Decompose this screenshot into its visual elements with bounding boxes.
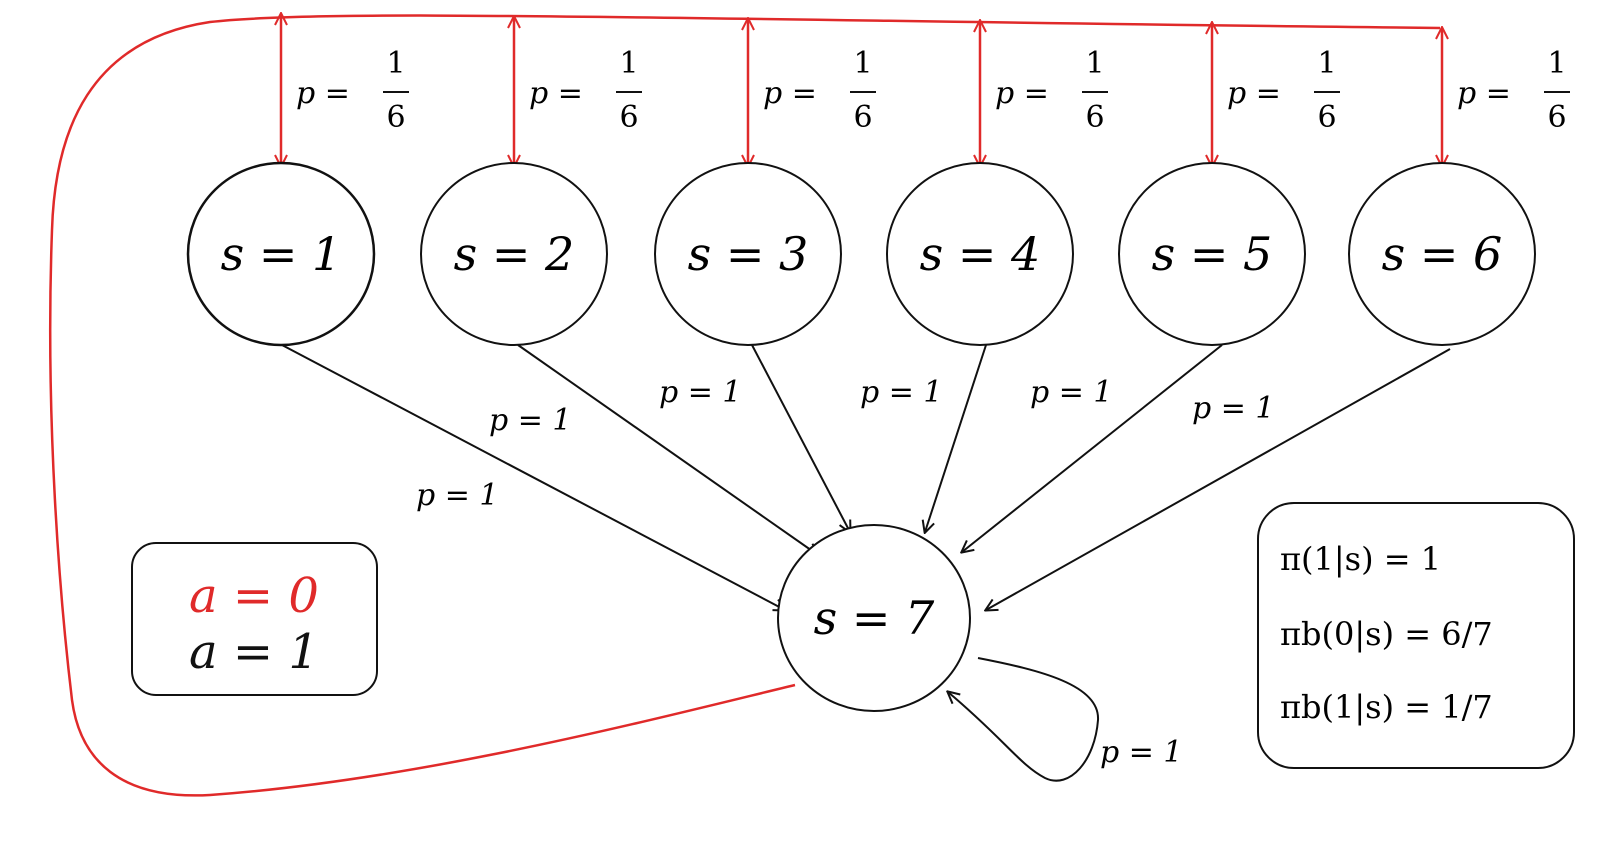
prob-denominator: 6 [619, 100, 638, 135]
prob-denominator: 6 [853, 100, 872, 135]
state-label: s = 1 [221, 227, 342, 281]
red-arrows [281, 14, 1442, 166]
state-node-s3: s = 3 [654, 162, 842, 346]
policy-behavior-0: πb(0|s) = 6/7 [1280, 615, 1493, 653]
prob-label-s4: p = 1 6 [995, 46, 1108, 135]
legend-action-0: a = 0 [189, 568, 319, 624]
edge-s3-to-s7 [751, 344, 850, 532]
prob-numerator: 1 [853, 46, 872, 81]
prob-denominator: 6 [386, 100, 405, 135]
state-node-s1: s = 1 [186, 161, 376, 347]
legend-box: a = 0 a = 1 [131, 542, 378, 696]
edge-s5-to-s7 [962, 344, 1223, 552]
prob-numerator: 1 [1085, 46, 1104, 81]
prob-lhs: p = [1227, 76, 1281, 111]
top-states: s = 1 s = 2 s = 3 s = 4 s = 5 s = 6 [186, 161, 1536, 347]
state-label: s = 7 [814, 591, 935, 645]
prob-lhs: p = [1457, 76, 1511, 111]
edge-s7-self-loop [948, 657, 1100, 782]
black-edges [281, 344, 1451, 782]
prob-lhs: p = [763, 76, 817, 111]
prob-label-s2: p = 1 6 [529, 46, 642, 135]
state-label: s = 5 [1152, 227, 1273, 281]
prob-lhs: p = [995, 76, 1049, 111]
prob-denominator: 6 [1317, 100, 1336, 135]
red-prob-labels: p = 1 6 p = 1 6 p = 1 6 p = 1 6 p = 1 6 [296, 46, 1570, 135]
policy-target: π(1|s) = 1 [1280, 540, 1441, 578]
policy-box: π(1|s) = 1 πb(0|s) = 6/7 πb(1|s) = 1/7 [1257, 502, 1575, 769]
edge-label-s7-self: p = 1 [1100, 735, 1183, 770]
state-node-s6: s = 6 [1348, 162, 1536, 346]
state-node-s7: s = 7 [777, 524, 971, 712]
edge-label-s5: p = 1 [1030, 375, 1113, 410]
prob-lhs: p = [296, 76, 350, 111]
edge-label-s6: p = 1 [1192, 391, 1275, 426]
edge-s1-to-s7 [281, 344, 785, 610]
prob-numerator: 1 [619, 46, 638, 81]
state-label: s = 2 [454, 227, 575, 281]
prob-numerator: 1 [1547, 46, 1566, 81]
state-node-s2: s = 2 [420, 162, 608, 346]
prob-label-s3: p = 1 6 [763, 46, 876, 135]
state-label: s = 3 [688, 227, 809, 281]
prob-denominator: 6 [1085, 100, 1104, 135]
edge-label-s4: p = 1 [860, 375, 943, 410]
prob-numerator: 1 [386, 46, 405, 81]
state-label: s = 4 [920, 227, 1041, 281]
policy-behavior-1: πb(1|s) = 1/7 [1280, 688, 1493, 726]
prob-lhs: p = [529, 76, 583, 111]
legend-action-1: a = 1 [189, 624, 319, 680]
edge-label-s1: p = 1 [416, 478, 499, 513]
prob-label-s1: p = 1 6 [296, 46, 409, 135]
edge-s2-to-s7 [517, 344, 818, 555]
edge-s4-to-s7 [925, 344, 987, 532]
edge-label-s2: p = 1 [489, 403, 572, 438]
black-edge-labels: p = 1 p = 1 p = 1 p = 1 p = 1 p = 1 p = … [416, 375, 1275, 770]
prob-numerator: 1 [1317, 46, 1336, 81]
edge-s6-to-s7 [986, 348, 1451, 610]
state-label: s = 6 [1382, 227, 1503, 281]
state-node-s5: s = 5 [1118, 162, 1306, 346]
edge-label-s3: p = 1 [659, 375, 742, 410]
prob-label-s5: p = 1 6 [1227, 46, 1340, 135]
prob-label-s6: p = 1 6 [1457, 46, 1570, 135]
red-loop-path [48, 14, 1441, 797]
prob-denominator: 6 [1547, 100, 1566, 135]
state-node-s4: s = 4 [886, 162, 1074, 346]
